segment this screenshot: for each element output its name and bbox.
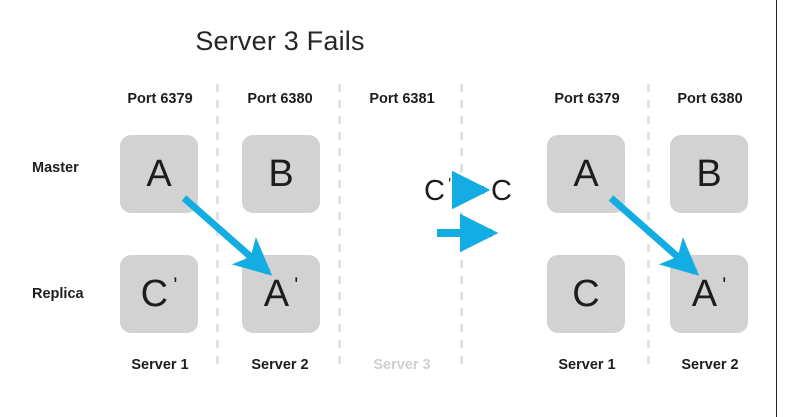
node-right-s1-replica[interactable]: C — [547, 255, 625, 333]
node-right-s2-master-label: B — [696, 153, 722, 195]
node-left-s1-master[interactable]: A — [120, 135, 198, 213]
node-left-s2-replica-label: A ʹ — [263, 273, 299, 315]
port-label-left-2: Port 6380 — [247, 91, 313, 107]
column-separator-left-2 — [338, 84, 341, 368]
column-separator-left-3 — [460, 84, 463, 368]
row-label-master: Master — [32, 160, 79, 176]
port-label-right-2: Port 6380 — [677, 91, 743, 107]
right-edge-rule — [776, 0, 777, 417]
node-left-s1-master-label: A — [146, 153, 172, 195]
node-left-s2-replica[interactable]: A ʹ — [242, 255, 320, 333]
node-right-s2-replica-label: A ʹ — [691, 273, 727, 315]
node-left-s1-replica[interactable]: C ʹ — [120, 255, 198, 333]
legend-from-label: C ʹ — [424, 175, 452, 207]
column-separator-left-1 — [216, 84, 219, 368]
column-separator-right-1 — [647, 84, 650, 368]
server-label-right-2: Server 2 — [681, 357, 739, 373]
row-label-replica: Replica — [32, 286, 84, 302]
port-label-right-1: Port 6379 — [554, 91, 620, 107]
server-label-left-1: Server 1 — [131, 357, 189, 373]
node-right-s1-replica-label: C — [572, 273, 600, 315]
prime-mark: ʹ — [444, 176, 452, 193]
page-title: Server 3 Fails — [195, 26, 365, 56]
legend-to-label: C — [491, 175, 512, 207]
prime-mark: ʹ — [169, 274, 178, 297]
port-label-left-1: Port 6379 — [127, 91, 193, 107]
node-left-s2-master-label: B — [268, 153, 294, 195]
prime-mark: ʹ — [290, 274, 299, 297]
node-right-s2-replica[interactable]: A ʹ — [670, 255, 748, 333]
server-label-left-3-failed: Server 3 — [373, 357, 431, 373]
node-right-s1-master[interactable]: A — [547, 135, 625, 213]
prime-mark: ʹ — [718, 274, 727, 297]
node-left-s2-master[interactable]: B — [242, 135, 320, 213]
server-label-left-2: Server 2 — [251, 357, 309, 373]
node-left-s1-replica-label: C ʹ — [140, 273, 178, 315]
node-right-s2-master[interactable]: B — [670, 135, 748, 213]
node-right-s1-master-label: A — [573, 153, 599, 195]
server-label-right-1: Server 1 — [558, 357, 616, 373]
port-label-left-3: Port 6381 — [369, 91, 435, 107]
